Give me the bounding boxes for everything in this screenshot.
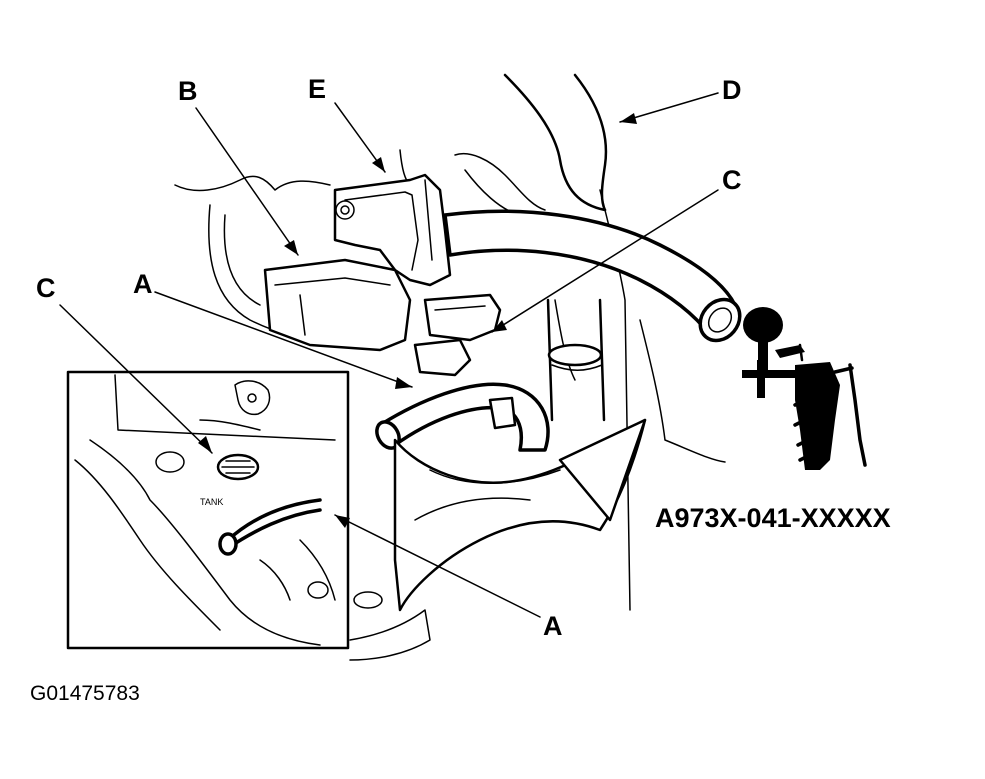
- inset-tank-label: TANK: [200, 497, 223, 507]
- callout-a-bottom: A: [543, 611, 563, 641]
- callout-c-right: C: [722, 165, 742, 195]
- vertical-pipe: [546, 298, 606, 422]
- arrowhead-c-left: [198, 436, 212, 453]
- figure-id: G01475783: [30, 682, 140, 705]
- leader-lines: [59, 92, 719, 618]
- connector-c: [413, 293, 502, 377]
- arrowhead-b: [284, 240, 298, 255]
- special-tool-illustration: [742, 307, 867, 470]
- bracket-e: [333, 173, 452, 287]
- arrowhead-a-bottom: [335, 515, 350, 528]
- lower-shroud: [349, 418, 647, 661]
- tool-part-number: A973X-041-XXXXX: [655, 503, 891, 533]
- inset-detail-view: TANK: [66, 370, 383, 650]
- callout-d: D: [722, 75, 742, 105]
- arrowhead-c-right: [492, 320, 507, 332]
- callout-c-left: C: [36, 273, 56, 303]
- callout-a-top: A: [133, 269, 153, 299]
- hose-c-large: [443, 209, 742, 343]
- hose-d: [503, 73, 608, 212]
- leader-b: [195, 107, 299, 256]
- arrowheads: [198, 113, 637, 528]
- component-b: [263, 258, 412, 352]
- arrowhead-a-top: [395, 377, 412, 389]
- leader-c-left: [59, 304, 213, 454]
- hose-a-upper: [375, 382, 550, 452]
- leader-a-top: [154, 291, 413, 388]
- arrowhead-e: [372, 157, 385, 172]
- leader-c-right: [491, 189, 719, 333]
- callout-b: B: [178, 76, 198, 106]
- leader-d: [619, 92, 719, 123]
- arrowhead-d: [620, 113, 637, 124]
- leader-a-bottom: [334, 514, 541, 618]
- callout-e: E: [308, 74, 326, 104]
